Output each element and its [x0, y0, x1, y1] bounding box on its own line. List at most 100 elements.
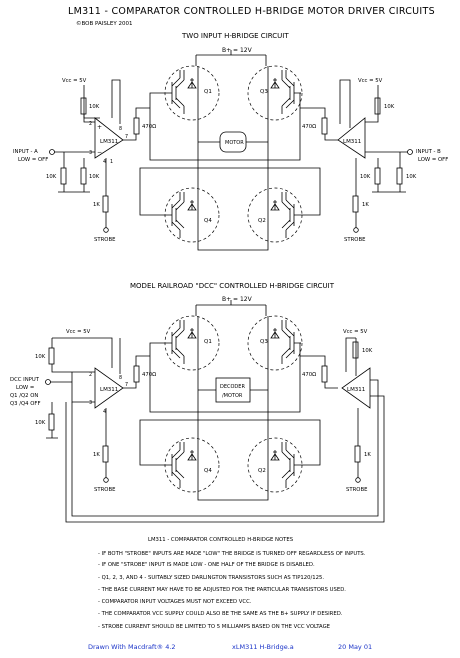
circuit2-strobe-left-label: STROBE — [94, 487, 116, 493]
circuit1-vcc-left-wire — [83, 85, 100, 119]
circuit2-comparator-left: LM311 2 3 8 7 4 — [89, 367, 128, 415]
circuit1-transistor-q1: Q1 — [164, 65, 220, 121]
circuit1-r1k-left — [102, 195, 109, 213]
circuit1-strobe-left-terminal[interactable] — [103, 227, 109, 233]
circuit1-q2-label: Q2 — [258, 218, 266, 224]
circuit2-q3-label: Q3 — [260, 339, 268, 345]
footer-filename: xLM311 H-Bridge.a — [232, 643, 294, 651]
wire — [83, 114, 95, 123]
circuit1-r1k-right — [352, 195, 359, 213]
circuit2-strobe-left-terminal[interactable] — [103, 477, 109, 483]
circuit1-q4-label: Q4 — [204, 218, 212, 224]
note-item: - THE BASE CURRENT MAY HAVE TO BE ADJUST… — [98, 587, 346, 593]
circuit1-r1k-left-label: 1K — [93, 202, 100, 208]
circuit1-supply-label: B+ = 12V — [222, 47, 253, 54]
note-item: - COMPARATOR INPUT VOLTAGES MUST NOT EXC… — [98, 599, 252, 605]
note-item: - Q1, 2, 3, AND 4 - SUITABLY SIZED DARLI… — [98, 575, 324, 581]
circuit1-lm311-left-label: LM311 — [100, 139, 118, 145]
circuit2-q1-label: Q1 — [204, 339, 212, 345]
circuit1-r10k-right-top-label: 10K — [384, 104, 395, 110]
circuit1-cross-wire-a — [149, 92, 301, 161]
circuit1-input-b-note: LOW = OFF — [418, 157, 448, 163]
circuit1-r10k-left-a — [60, 167, 67, 185]
svg-text:+: + — [97, 124, 102, 131]
circuit2-r470-right-label: 470Ω — [302, 372, 316, 378]
circuit1-r470-right-label: 470Ω — [302, 124, 316, 130]
circuit2-lm311-left-label: LM311 — [100, 387, 118, 393]
circuit2-dcc-input-line4: Q3 /Q4 OFF — [10, 401, 41, 407]
notes-section: LM311 - COMPARATOR CONTROLLED H-BRIDGE N… — [98, 537, 366, 630]
circuit2-q2-label: Q2 — [258, 468, 266, 474]
circuit1-r10k-right-a — [374, 167, 381, 185]
circuit1-input-b-terminal[interactable] — [407, 149, 413, 155]
circuit1-q3-label: Q3 — [260, 89, 268, 95]
circuit2-r10k-left-bottom — [48, 413, 55, 431]
circuit2-strobe-right-terminal[interactable] — [355, 477, 361, 483]
circuit2-r1k-right-label: 1K — [364, 452, 371, 458]
circuit1-transistor-q4: Q4 — [164, 187, 220, 243]
circuit1-r10k-left-top — [80, 97, 87, 115]
wire — [46, 402, 58, 439]
circuit2-lm311-right-label: LM311 — [347, 387, 365, 393]
circuit1-r1k-right-label: 1K — [362, 202, 369, 208]
circuit2-r470-left-label: 470Ω — [142, 372, 156, 378]
circuit2-r10k-left-top — [48, 347, 55, 365]
circuit2-strobe-right-label: STROBE — [346, 487, 368, 493]
note-item: - IF ONE "STROBE" INPUT IS MADE LOW - ON… — [98, 562, 315, 568]
circuit2-cross-wire-b — [139, 419, 321, 466]
pin-3: 3 — [89, 150, 92, 156]
wire — [51, 364, 95, 373]
circuit1-motor-label: MOTOR — [225, 140, 244, 146]
circuit2-bplus-rail — [195, 300, 267, 316]
circuit2-dcc-input-line1: DCC INPUT — [10, 377, 40, 383]
wire — [365, 85, 379, 123]
pin-2: 2 — [89, 121, 92, 127]
pin-2: 2 — [89, 372, 92, 378]
note-item: - STROBE CURRENT SHOULD BE LIMITED TO 5 … — [98, 624, 331, 630]
pin-4: 4 — [103, 159, 106, 165]
circuit1-cross-wire-b — [139, 167, 321, 216]
pin-7: 7 — [125, 382, 128, 388]
footer-date: 20 May 01 — [338, 643, 372, 651]
pin-3: 3 — [89, 400, 92, 406]
circuit2-r1k-left-label: 1K — [93, 452, 100, 458]
circuit1-r10k-right-top — [374, 97, 381, 115]
wire — [51, 337, 113, 368]
circuit-dcc: MODEL RAILROAD "DCC" CONTROLLED H-BRIDGE… — [10, 282, 385, 523]
wire — [372, 152, 406, 193]
circuit1-input-a-note: LOW = OFF — [18, 157, 48, 163]
circuit2-dcc-input-terminal[interactable] — [45, 379, 51, 385]
circuit1-lm311-right-label: LM311 — [343, 139, 361, 145]
circuit2-base-resistor-left: 470Ω — [123, 355, 156, 389]
circuit1-q1-label: Q1 — [204, 89, 212, 95]
circuit2-r10k-right-top-label: 10K — [362, 348, 373, 354]
circuit1-vcc-left: Vcc = 5V — [62, 78, 87, 84]
circuit1-base-resistor-right: 470Ω — [300, 107, 338, 141]
circuit2-r1k-right — [354, 445, 361, 463]
circuit1-transistor-q3: Q3 — [247, 65, 303, 121]
circuit1-strobe-right-terminal[interactable] — [353, 227, 359, 233]
circuit2-r10k-left-bottom-label: 10K — [35, 420, 46, 426]
wire — [339, 79, 351, 128]
wire — [58, 152, 90, 193]
circuit2-r10k-right-top — [352, 341, 359, 359]
circuit2-transistor-q3: Q3 — [247, 315, 303, 371]
circuit2-dcc-input-line2: LOW = — [16, 385, 34, 391]
pin-7: 7 — [125, 134, 128, 140]
circuit1-vcc-right: Vcc = 5V — [358, 78, 383, 84]
footer-drawn-with: Drawn With Macdraft® 4.2 — [88, 643, 176, 651]
circuit1-title: TWO INPUT H-BRIDGE CIRCUIT — [181, 32, 289, 40]
note-item: - IF BOTH "STROBE" INPUTS ARE MADE "LOW"… — [98, 551, 366, 557]
circuit2-vcc-right: Vcc = 5V — [343, 329, 368, 335]
circuit1-input-a-terminal[interactable] — [49, 149, 55, 155]
circuit1-r10k-right-b — [396, 167, 403, 185]
pin-4: 4 — [103, 409, 106, 415]
pin-1: 1 — [110, 159, 113, 165]
circuit2-r10k-left-top-label: 10K — [35, 354, 46, 360]
pin-8: 8 — [119, 375, 122, 381]
circuit2-transistor-q1: Q1 — [164, 315, 220, 371]
circuit-two-input: TWO INPUT H-BRIDGE CIRCUIT B+ = 12V Q1 Q… — [13, 32, 448, 251]
wire — [345, 337, 357, 376]
circuit2-transistor-q4: Q4 — [164, 437, 220, 493]
